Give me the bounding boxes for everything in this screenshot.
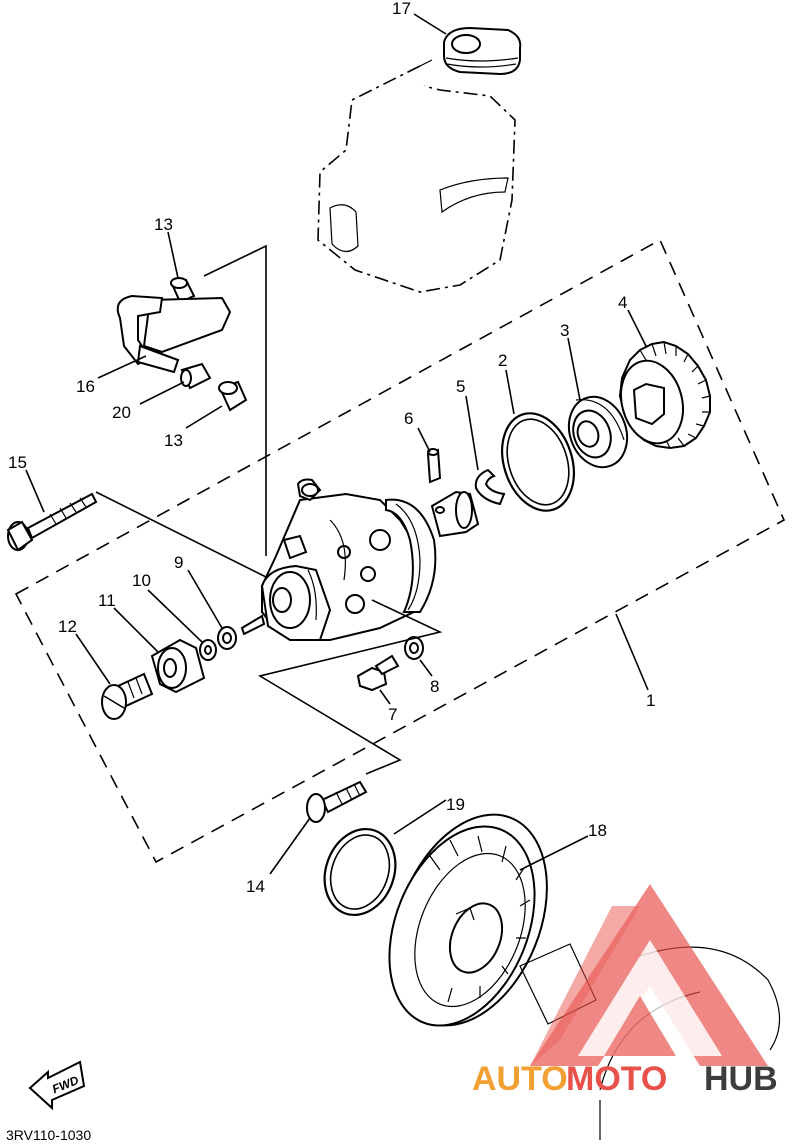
callout-15: 15 (8, 453, 27, 472)
assembly-boundary (14, 238, 786, 864)
part-12-screw (101, 672, 154, 720)
part-10-washer (199, 639, 217, 661)
callout-labels: 17 13 16 20 13 15 6 5 2 3 4 9 10 11 12 8… (8, 0, 655, 896)
callout-3: 3 (560, 321, 569, 340)
part-16-pipe-bracket (116, 294, 232, 374)
part-18-rotor (388, 813, 548, 1027)
automotohub-wordmark: AUTO MOTO HUB (472, 1060, 778, 1098)
part-8-washer (404, 636, 424, 660)
part-13-collar-upper (170, 277, 196, 304)
callout-9: 9 (174, 553, 183, 572)
callout-1: 1 (646, 691, 655, 710)
callout-8: 8 (430, 677, 439, 696)
callout-4: 4 (618, 293, 627, 312)
engine-case-outline (317, 59, 516, 293)
part-6-pin (426, 448, 442, 484)
callout-14: 14 (246, 877, 265, 896)
callout-6: 6 (404, 409, 413, 428)
part-7-bolt (356, 654, 400, 692)
callout-19: 19 (446, 795, 465, 814)
wordmark-hub: HUB (704, 1060, 778, 1098)
leader-lines (25, 13, 649, 875)
callout-11: 11 (98, 591, 116, 610)
part-3-bearing (567, 395, 629, 469)
bolt-reference-line (95, 491, 269, 579)
part-5-circlip (474, 468, 506, 506)
callout-5: 5 (456, 377, 465, 396)
callout-10: 10 (132, 571, 151, 590)
callout-2: 2 (498, 351, 507, 370)
callout-12: 12 (58, 617, 77, 636)
part-2-o-ring (501, 412, 575, 512)
pump-shaft (240, 490, 480, 636)
callout-18: 18 (588, 821, 607, 840)
part-9-washer (217, 626, 237, 650)
pipe-reference-line (203, 244, 267, 556)
pump-reference-line (257, 599, 443, 775)
callout-13-upper: 13 (154, 215, 173, 234)
part-15-long-bolt (6, 492, 98, 552)
fwd-arrow-icon: FWD (28, 1060, 86, 1111)
part-11-nut (150, 638, 206, 694)
callout-20: 20 (112, 403, 131, 422)
part-13-collar-lower (218, 380, 248, 412)
automotohub-logo (530, 884, 768, 1066)
part-17-oil-cap (443, 26, 522, 76)
drawing-code: 3RV110-1030 (6, 1127, 91, 1143)
callout-16: 16 (76, 377, 95, 396)
part-19-o-ring (323, 827, 397, 917)
wordmark-auto: AUTO (472, 1060, 568, 1098)
callout-7: 7 (388, 705, 397, 724)
part-4-gear (618, 340, 711, 450)
callout-17: 17 (392, 0, 411, 18)
wordmark-moto: MOTO (566, 1060, 667, 1098)
part-14-bolt (306, 780, 368, 823)
oil-pump-body (260, 478, 437, 641)
part-20-dowel (180, 362, 212, 390)
callout-13-lower: 13 (164, 431, 183, 450)
